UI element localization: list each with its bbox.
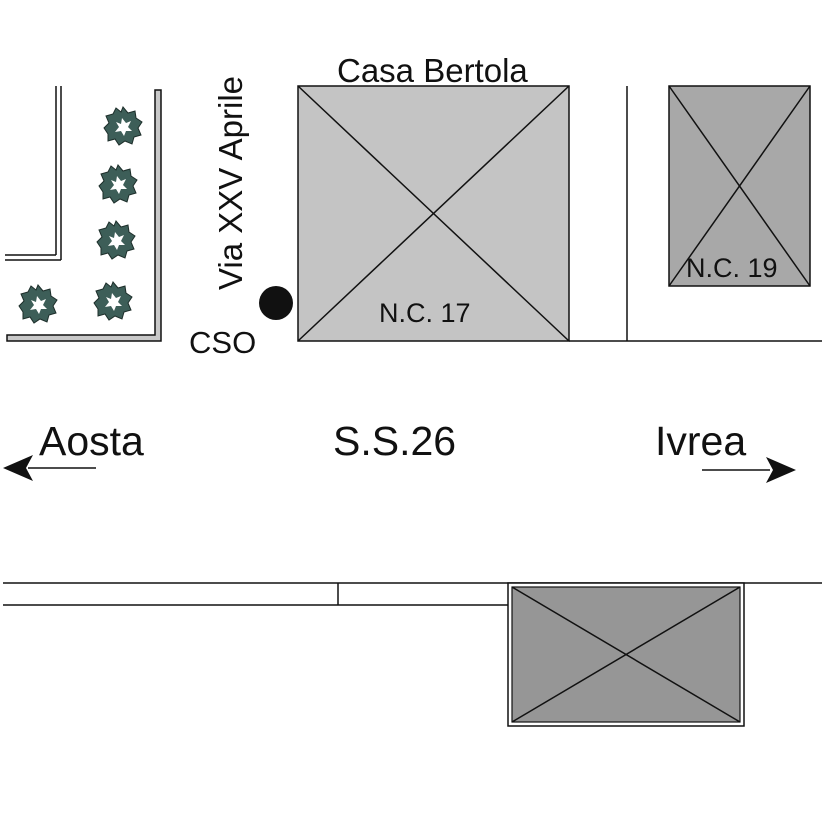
building-south — [507, 582, 745, 727]
street-name-label: Via XXV Aprile — [212, 76, 249, 290]
direction-left-label: Aosta — [39, 418, 144, 464]
tree-icon — [18, 284, 58, 324]
tree-icon — [98, 164, 138, 204]
building-name-label: Casa Bertola — [337, 52, 528, 89]
building-nc19 — [668, 85, 811, 287]
arrow-left-icon — [3, 455, 96, 481]
tree-icon — [93, 281, 133, 321]
building-nc17 — [297, 85, 570, 342]
park-wall — [5, 86, 62, 261]
park-wall-lower — [6, 89, 162, 342]
cso-point-icon — [259, 286, 293, 320]
building-nc17-label: N.C. 17 — [379, 298, 471, 328]
road-north-edge — [569, 86, 822, 342]
tree-icon — [103, 106, 143, 146]
cso-label: CSO — [189, 325, 256, 360]
direction-right-label: Ivrea — [655, 418, 746, 464]
tree-icon — [96, 220, 136, 260]
road-name-label: S.S.26 — [333, 418, 456, 464]
arrow-right-icon — [702, 457, 796, 483]
building-nc19-label: N.C. 19 — [686, 253, 778, 283]
